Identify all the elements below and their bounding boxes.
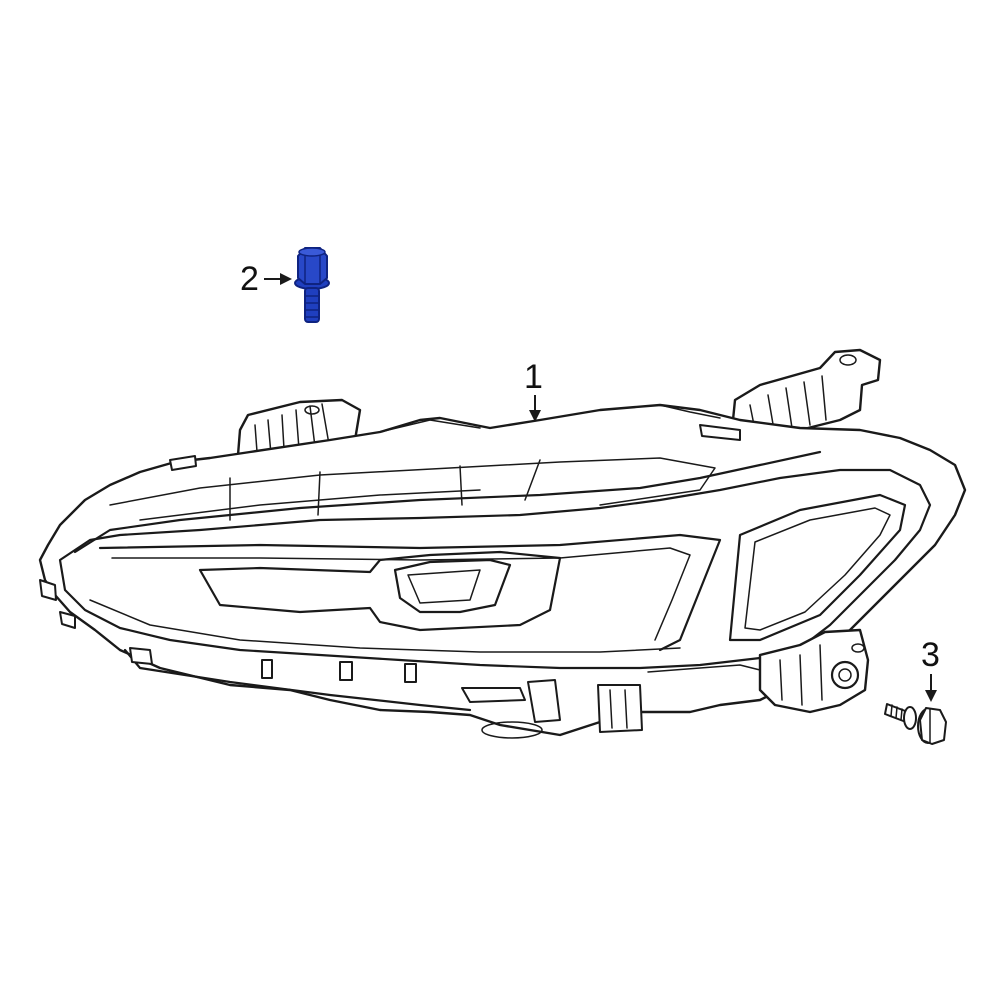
callout-label-3: 3	[921, 636, 940, 674]
arrow-icon	[925, 690, 937, 702]
callout-3: 3	[921, 636, 940, 702]
arrow-icon	[280, 273, 292, 285]
lower-right-bracket	[758, 628, 870, 714]
right-mount-bracket	[731, 348, 882, 434]
callout-2: 2	[240, 260, 292, 298]
callout-label-1: 1	[524, 358, 543, 396]
headlamp-assembly[interactable]	[38, 348, 967, 739]
bolt-part-3[interactable]	[884, 703, 947, 745]
bolt-part-2[interactable]	[294, 247, 330, 323]
arrow-icon	[529, 410, 541, 422]
callout-1: 1	[524, 358, 543, 422]
callout-label-2: 2	[240, 260, 259, 298]
